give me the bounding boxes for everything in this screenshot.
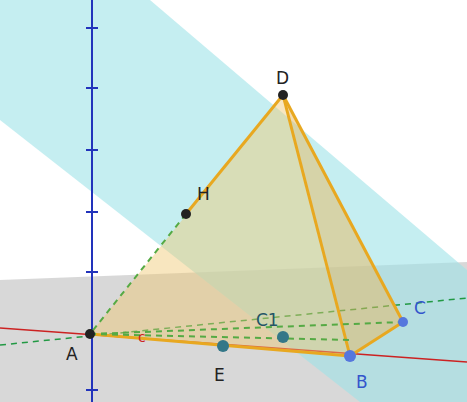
- face-dab: [90, 95, 350, 356]
- z-axis: [91, 0, 93, 402]
- tetra-edges: [90, 95, 403, 356]
- point-label: C: [414, 300, 426, 317]
- point-label: E: [214, 367, 225, 384]
- point-label: A: [66, 346, 78, 363]
- line-label: c: [138, 330, 146, 344]
- points: [85, 90, 408, 362]
- point-label: B: [356, 374, 368, 391]
- face-dbc: [283, 95, 403, 356]
- point-label: C1: [256, 312, 279, 329]
- hidden-edges: [90, 214, 403, 340]
- point-label: D: [276, 70, 289, 87]
- point-label: H: [197, 186, 210, 203]
